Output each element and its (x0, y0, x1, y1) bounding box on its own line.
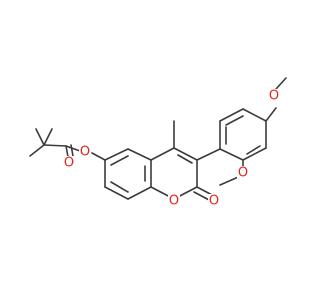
label-background (237, 166, 249, 180)
bond (246, 145, 261, 155)
bond (91, 152, 106, 161)
bond (196, 148, 221, 161)
bond (265, 107, 277, 122)
bond (127, 186, 152, 200)
bond (150, 147, 175, 161)
bond (35, 128, 45, 146)
bond (225, 115, 244, 126)
bond (242, 147, 267, 161)
bond (104, 186, 129, 200)
bond (70, 144, 74, 157)
bond (275, 77, 287, 90)
bond (110, 181, 129, 193)
bond (43, 144, 67, 147)
bond (65, 145, 69, 158)
oxygen-atom-label: O (80, 145, 90, 160)
atom-label-layer: O O O O O O (63, 89, 280, 209)
bond (104, 148, 129, 161)
label-background (208, 194, 220, 208)
bond (110, 155, 129, 166)
bond (65, 145, 81, 152)
oxygen-atom-label: O (209, 194, 219, 209)
bond (219, 148, 244, 161)
bond (43, 128, 53, 146)
label-background (168, 194, 180, 208)
oxygen-atom-label: O (238, 166, 248, 181)
molecule-structure: O O O O O O (29, 77, 287, 209)
bond-layer (29, 77, 287, 202)
label-background (63, 156, 75, 170)
bond (219, 108, 244, 122)
bond (177, 154, 193, 164)
bond (29, 144, 45, 157)
label-background (79, 145, 91, 159)
molecule-canvas: O O O O O O (29, 77, 287, 209)
oxygen-atom-label: O (64, 156, 74, 171)
bond (127, 148, 152, 161)
bond (173, 147, 198, 161)
label-background (268, 89, 280, 103)
oxygen-atom-label: O (169, 194, 179, 209)
oxygen-atom-label: O (269, 89, 279, 104)
bond (242, 108, 267, 122)
